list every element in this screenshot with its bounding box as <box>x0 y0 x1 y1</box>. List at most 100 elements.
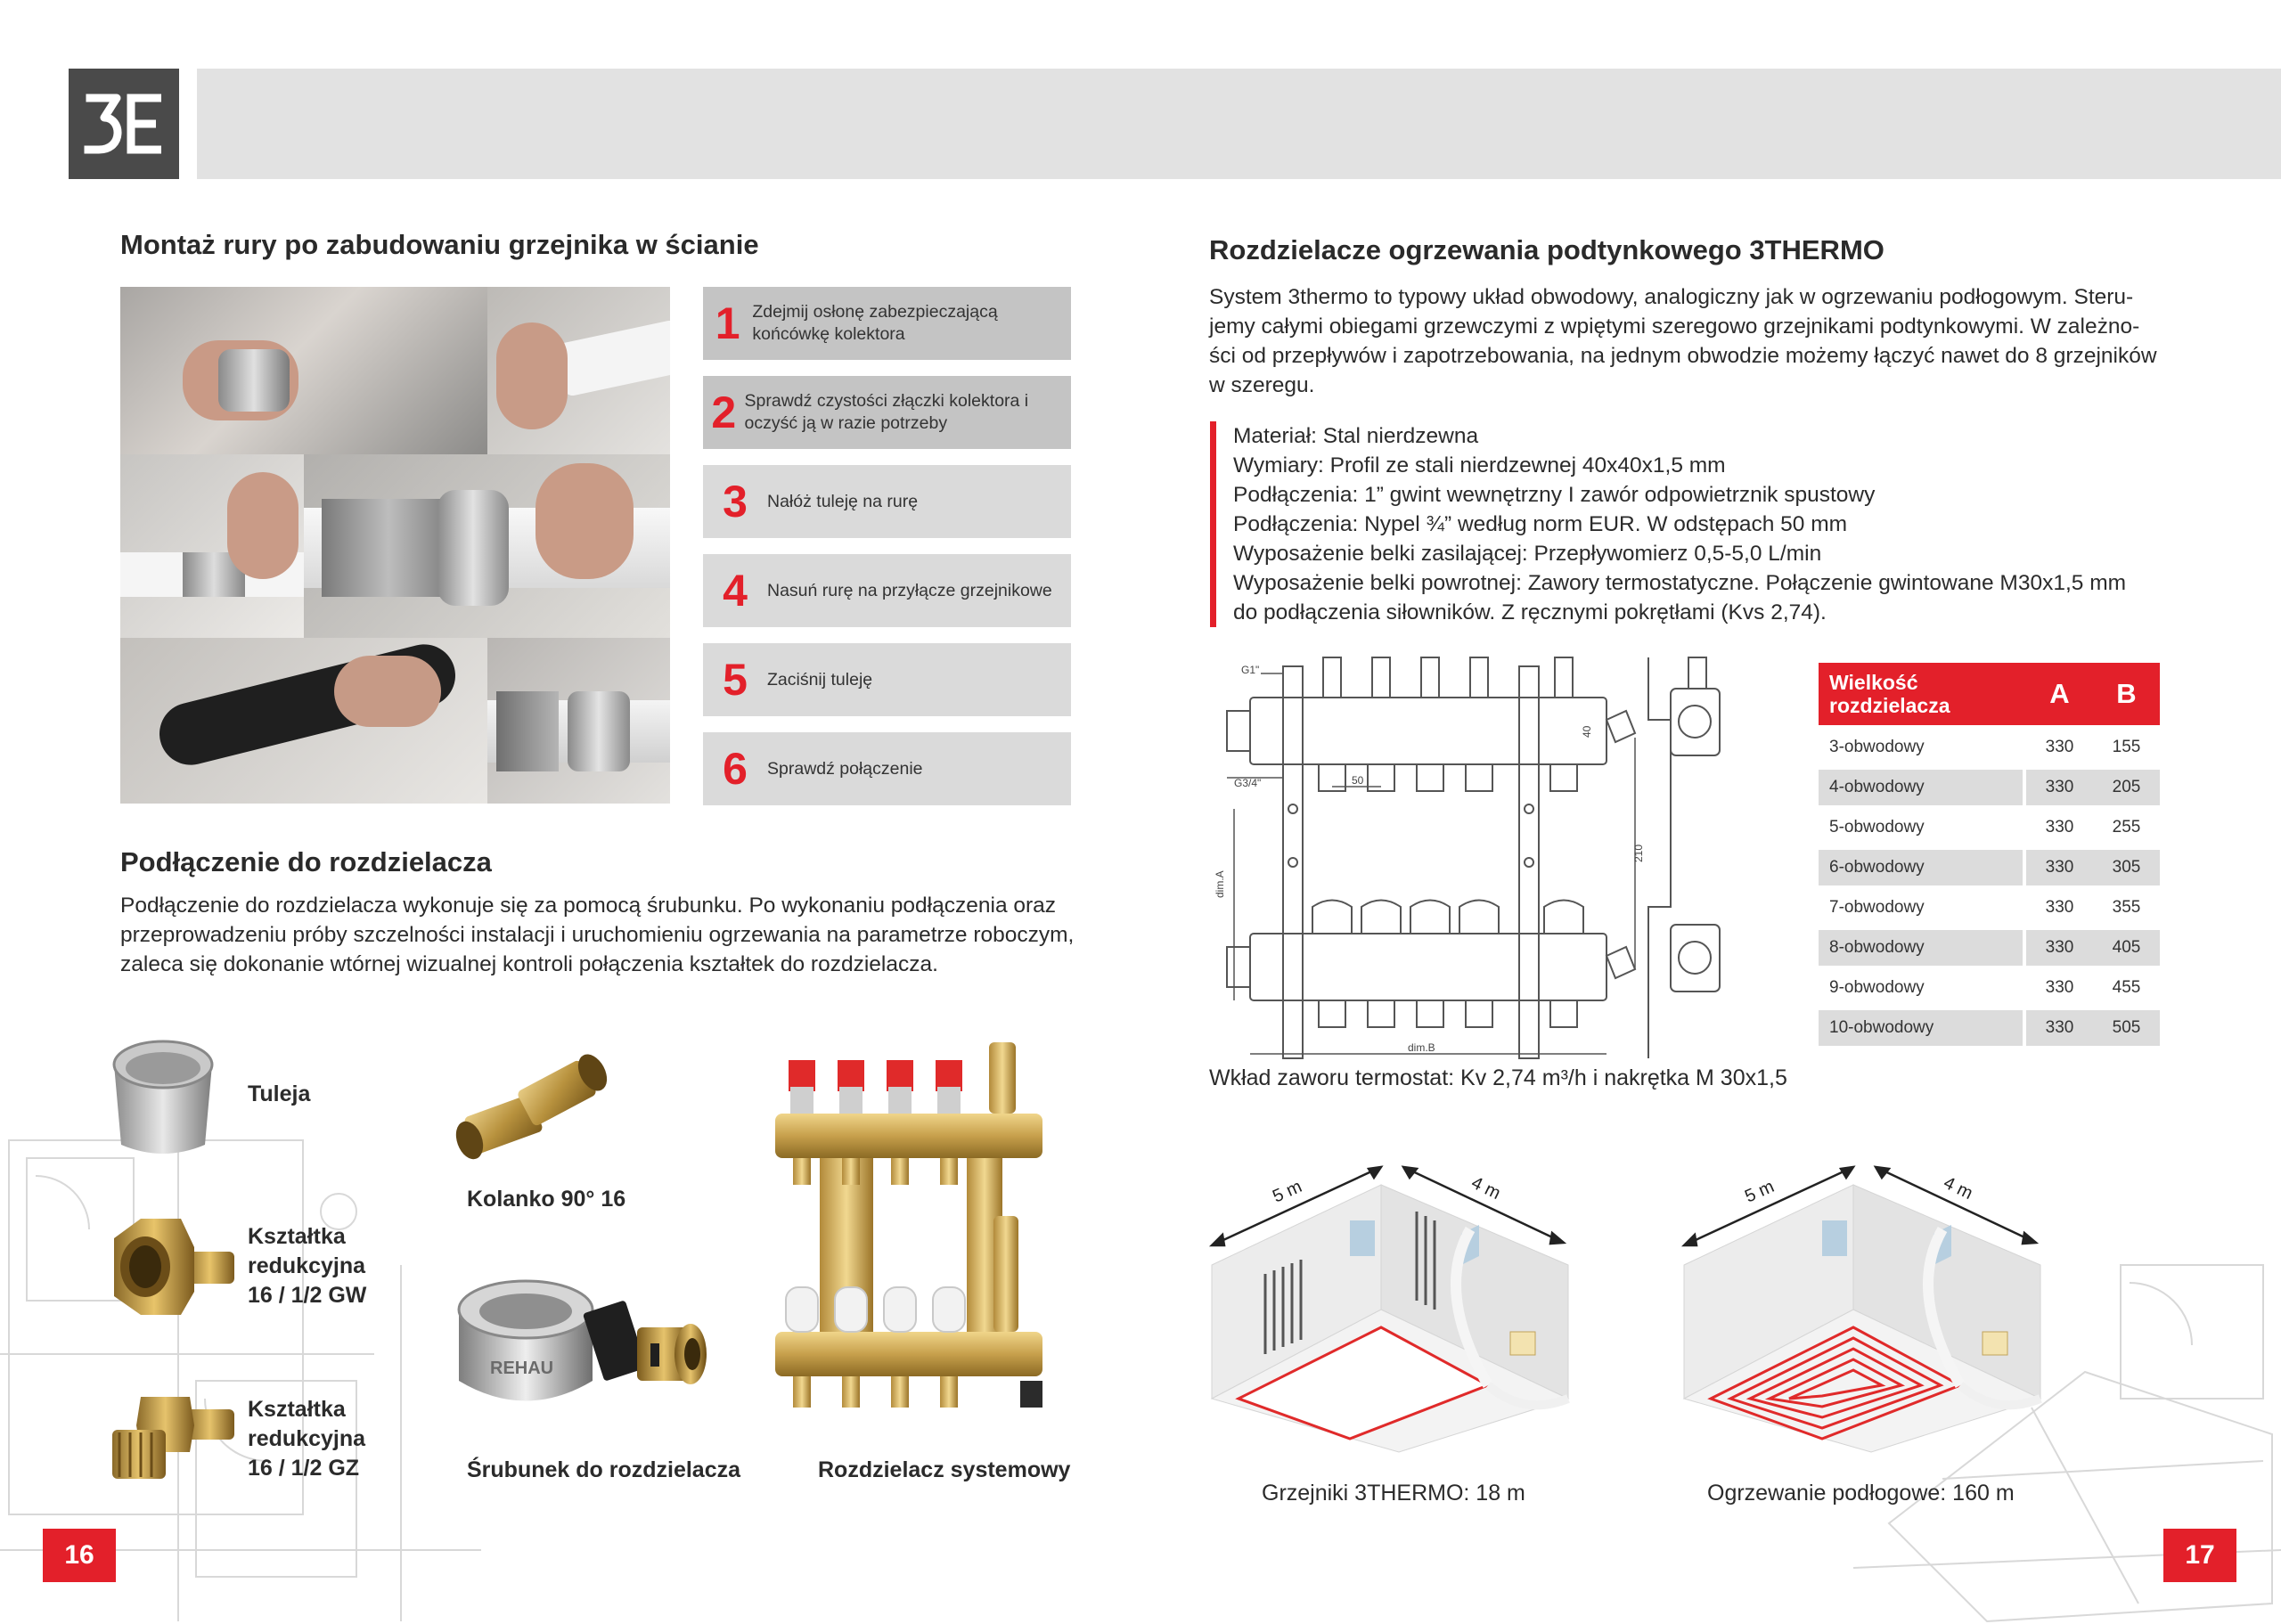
spec-dimensions: Wymiary: Profil ze stali nierdzewnej 40x… <box>1233 453 1726 477</box>
step-text: Zaciśnij tuleję <box>767 669 873 690</box>
photo-step-5 <box>120 638 487 804</box>
table-row: 6-obwodowy 330 305 <box>1819 850 2160 885</box>
step-6: 6 Sprawdź połączenie <box>703 732 1071 805</box>
step-number: 3 <box>723 477 748 526</box>
step-number: 1 <box>715 298 740 348</box>
elbow-label: Kolanko 90° 16 <box>467 1187 626 1212</box>
step-number: 2 <box>711 388 737 437</box>
step-text: Sprawdź czystości złączki kolektora i oc… <box>744 391 1029 433</box>
room-floor-heating-illustration: 5 m 4 m <box>1680 1165 2042 1453</box>
step-number: 6 <box>723 744 748 794</box>
left-paragraph: Podłączenie do rozdzielacza wykonuje się… <box>120 894 1075 976</box>
right-intro: System 3thermo to typowy układ obwodowy,… <box>1209 282 2198 400</box>
cell-b: 455 <box>2112 978 2141 997</box>
cell-a: 330 <box>2045 938 2074 957</box>
step-number: 5 <box>723 655 748 705</box>
spec-return-beam: Wyposażenie belki powrotnej: Zawory term… <box>1233 571 2127 595</box>
cell-a: 330 <box>2045 778 2074 796</box>
step-3: 3 Nałóż tuleję na rurę <box>703 465 1071 538</box>
page-number-left: 16 <box>43 1529 116 1582</box>
room2-dim-a: 5 m <box>1742 1177 1777 1207</box>
header-b: B <box>2116 678 2137 709</box>
reducer-gw-label-line-2: redukcyjna <box>248 1253 366 1278</box>
elbow-product-image <box>455 1054 608 1160</box>
blueprint-decoration-left <box>0 1139 481 1621</box>
photo-step-4 <box>304 454 670 638</box>
reducer-gw-label-line-3: 16 / 1/2 GW <box>248 1283 367 1308</box>
header-a: A <box>2049 678 2070 709</box>
reducer-gz-label-line-1: Kształtka <box>248 1397 346 1422</box>
room-radiator-illustration: 5 m 4 m <box>1208 1165 1570 1453</box>
installation-steps: 1 Zdejmij osłonę zabezpieczającą końcówk… <box>703 287 1071 821</box>
cell-size: 4-obwodowy <box>1819 770 2026 805</box>
right-title: Rozdzielacze ogrzewania podtynkowego 3TH… <box>1209 234 1884 265</box>
room1-caption: Grzejniki 3THERMO: 18 m <box>1262 1481 1525 1506</box>
reducer-gw-label: Kształtka redukcyjna 16 / 1/2 GW <box>248 1222 366 1310</box>
cell-a: 330 <box>2045 858 2074 877</box>
photo-step-2 <box>487 287 670 454</box>
header-size: Wielkość rozdzielacza <box>1829 671 1950 717</box>
coupling-nut-label: Śrubunek do rozdzielacza <box>467 1457 741 1482</box>
installation-photo-grid <box>120 287 670 804</box>
valve-note: Wkład zaworu termostat: Kv 2,74 m³/h i n… <box>1209 1065 1787 1090</box>
cell-size: 10-obwodowy <box>1819 1010 2026 1046</box>
logo-3e-mark <box>84 94 161 154</box>
drawing-label-dim-b: dim.B <box>1408 1041 1435 1054</box>
reducer-gz-label: Kształtka redukcyjna 16 / 1/2 GZ <box>248 1395 365 1483</box>
cell-size: 6-obwodowy <box>1819 850 2026 885</box>
cell-size: 7-obwodowy <box>1829 898 1925 917</box>
step-5: 5 Zaciśnij tuleję <box>703 643 1071 716</box>
cell-b: 255 <box>2112 818 2141 836</box>
coupling-nut-product-image: REHAU <box>457 1279 707 1401</box>
step-text: Zdejmij osłonę zabezpieczającą końcówkę … <box>752 302 998 344</box>
step-2: 2 Sprawdź czystości złączki kolektora i … <box>703 376 1071 449</box>
step-text: Nasuń rurę na przyłącze grzejnikowe <box>767 580 1052 600</box>
drawing-label-40: 40 <box>1581 725 1593 738</box>
step-4: 4 Nasuń rurę na przyłącze grzejnikowe <box>703 554 1071 627</box>
sleeve-product-image <box>112 1040 214 1154</box>
left-subtitle: Podłączenie do rozdzielacza <box>120 846 492 877</box>
photo-step-1 <box>120 287 487 454</box>
drawing-label-210: 210 <box>1632 845 1645 862</box>
drawing-label-g1: G1" <box>1241 664 1259 676</box>
spec-return-beam-cont: do podłączenia siłowników. Z ręcznymi po… <box>1233 600 1827 624</box>
intro-line-1: System 3thermo to typowy układ obwodowy,… <box>1209 285 2134 309</box>
room1-dim-a: 5 m <box>1270 1177 1304 1207</box>
cell-size: 3-obwodowy <box>1829 738 1925 756</box>
spec-supply-beam: Wyposażenie belki zasilającej: Przepływo… <box>1233 542 1822 566</box>
rehau-mark: REHAU <box>490 1359 553 1378</box>
photo-step-3 <box>120 454 304 638</box>
system-manifold-label: Rozdzielacz systemowy <box>818 1457 1071 1482</box>
drawing-label-50: 50 <box>1352 774 1364 787</box>
cell-b: 155 <box>2112 738 2141 756</box>
room2-caption: Ogrzewanie podłogowe: 160 m <box>1707 1481 2015 1506</box>
reducer-gz-product-image <box>112 1397 234 1479</box>
spec-connection-1: Podłączenia: 1” gwint wewnętrzny I zawór… <box>1233 483 1876 507</box>
table-row: 9-obwodowy 330 455 <box>1819 970 2160 1006</box>
cell-a: 330 <box>2045 1018 2074 1037</box>
step-number: 4 <box>723 566 748 616</box>
cell-b: 505 <box>2112 1018 2141 1037</box>
photo-step-6 <box>487 638 670 804</box>
cell-a: 330 <box>2045 818 2074 836</box>
cell-size: 9-obwodowy <box>1829 978 1925 997</box>
table-header: Wielkość rozdzielacza A B <box>1819 663 2160 725</box>
reducer-gw-product-image <box>114 1219 234 1315</box>
step-text: Nałóż tuleję na rurę <box>767 491 919 511</box>
header-bar <box>197 69 2281 179</box>
cell-a: 330 <box>2045 898 2074 917</box>
intro-line-2: jemy całymi obiegami grzewczymi z wpięty… <box>1209 314 2140 339</box>
table-row: 10-obwodowy 330 505 <box>1819 1010 2160 1046</box>
step-text: Sprawdź połączenie <box>767 758 923 779</box>
drawing-label-g34: G3/4" <box>1234 777 1261 789</box>
page-number-right: 17 <box>2163 1529 2236 1582</box>
intro-line-3: ści od przepływów i zapotrzebowania, na … <box>1209 344 2157 368</box>
reducer-gw-label-line-1: Kształtka <box>248 1224 346 1249</box>
cell-b: 305 <box>2112 858 2141 877</box>
cell-a: 330 <box>2045 978 2074 997</box>
